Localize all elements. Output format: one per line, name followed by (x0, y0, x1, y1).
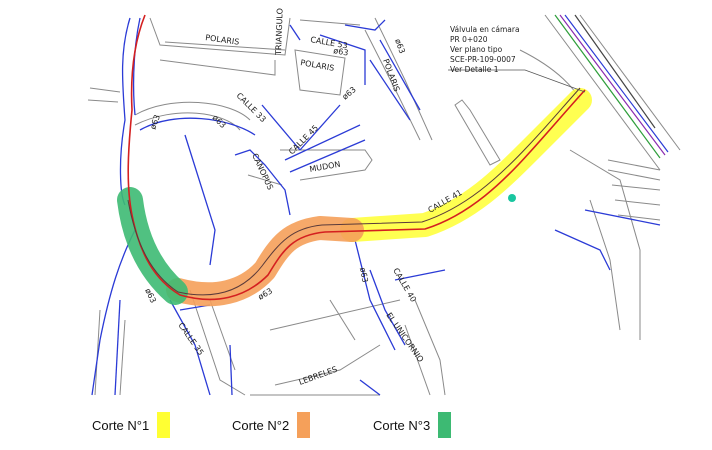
pipe-label: ø63 (393, 38, 407, 55)
legend-corte-3-swatch (438, 412, 452, 438)
pipe-label: ø63 (333, 46, 349, 57)
legend-corte-3: Corte N°3 (373, 411, 452, 439)
street-polaris-side: POLARIS (381, 58, 401, 93)
street-polaris-mid: POLARIS (300, 58, 335, 73)
pipe-label: ø63 (148, 113, 162, 130)
legend-corte-2-swatch (297, 412, 311, 438)
road-outlines (87, 14, 681, 396)
railway (554, 14, 669, 159)
corte-3-corridor (117, 187, 188, 305)
legend-corte-2: Corte N°2 (232, 411, 311, 439)
street-calle-40: CALLE 40 (391, 267, 418, 304)
corte-2-corridor (166, 216, 364, 307)
valve-marker (508, 194, 516, 202)
legend-corte-1-label: Corte N°1 (92, 417, 150, 433)
annotation-line-2: PR 0+020 (450, 35, 488, 44)
street-canopus: CANOPUS (250, 152, 275, 191)
street-triangulo: TRIANGULO (274, 8, 285, 56)
street-lines (91, 17, 661, 396)
street-calle-33: CALLE 33 (235, 91, 268, 124)
street-calle-35: CALLE 35 (176, 321, 205, 357)
annotation-line-3: Ver plano tipo (450, 45, 503, 54)
annotation-line-5: Ver Detalle 1 (450, 65, 499, 74)
annotation-leader (448, 69, 586, 93)
pipe-label: ø63 (211, 113, 228, 130)
pipe-label: ø63 (341, 85, 358, 102)
legend-corte-1: Corte N°1 (92, 411, 171, 439)
annotation-line-1: Válvula en cámara (450, 25, 520, 34)
pipeline (127, 14, 586, 301)
legend-corte-1-swatch (157, 412, 171, 438)
annotation-line-4: SCE-PR-109-0007 (450, 55, 516, 64)
legend-corte-3-label: Corte N°3 (373, 417, 431, 433)
street-lebreles: LEBRELES (298, 365, 339, 387)
corte-1-corridor (340, 88, 592, 242)
street-el-unicornio: EL UNICORNIO (384, 311, 425, 364)
pipe-label: ø63 (358, 267, 369, 283)
legend-corte-2-label: Corte N°2 (232, 417, 290, 433)
